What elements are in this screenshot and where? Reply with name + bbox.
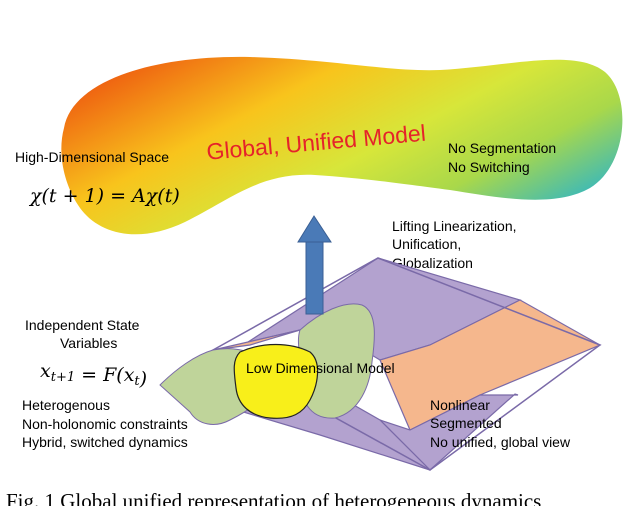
lifting-line-3: Globalization (392, 255, 473, 271)
top-equation: χ(t + 1) = Aχ(t) (28, 185, 180, 207)
bottom-equation: xt+1 = F(xt) (40, 360, 147, 390)
high-dimensional-label: High-Dimensional Space (15, 149, 169, 165)
figure-caption: Fig. 1 Global unified representation of … (6, 489, 542, 506)
low-dimensional-model-label: Low Dimensional Model (246, 360, 395, 376)
no-switching-label: No Switching (448, 159, 530, 175)
independent-state-line-1: Independent State (25, 317, 140, 333)
low-dimensional-core (233, 343, 319, 419)
non-holonomic-label: Non-holonomic constraints (22, 416, 188, 432)
nonlinear-label: Nonlinear (430, 397, 490, 413)
heterogenous-label: Heterogenous (22, 397, 110, 413)
independent-state-line-2: Variables (60, 335, 117, 351)
hybrid-switched-label: Hybrid, switched dynamics (22, 434, 188, 450)
lifting-arrow (297, 215, 332, 315)
segmented-label: Segmented (430, 415, 502, 431)
global-model-blob (61, 56, 623, 235)
lifting-line-1: Lifting Linearization, (392, 218, 517, 234)
plane-tile-left (212, 329, 301, 351)
no-segmentation-label: No Segmentation (448, 140, 556, 156)
no-unified-view-label: No unified, global view (430, 434, 571, 450)
lifting-line-2: Unification, (392, 236, 461, 252)
